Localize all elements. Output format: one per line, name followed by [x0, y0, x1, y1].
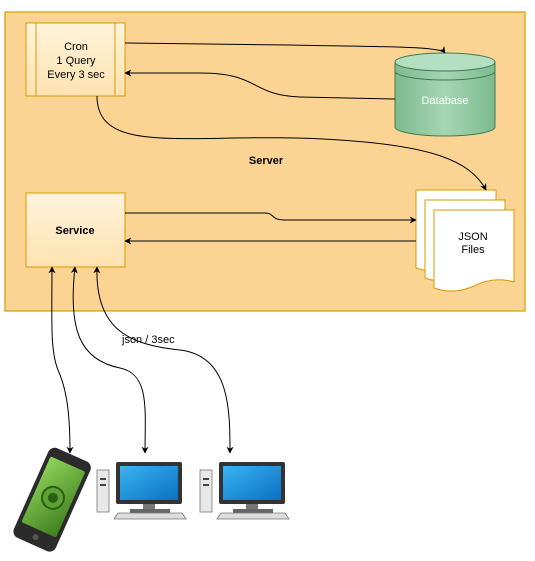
cron-label: Cron — [64, 41, 88, 53]
desktop-computer-icon — [199, 462, 290, 520]
service-to-json-arrow — [125, 212, 417, 224]
database-label: Database — [421, 95, 468, 107]
json-files-stack: JSON Files — [415, 189, 515, 292]
client-link-label: json / 3sec — [121, 334, 175, 346]
desktop-computer-icon — [96, 462, 187, 520]
service-phone-link — [48, 266, 74, 454]
smartphone-icon — [13, 447, 91, 552]
database-to-cron-arrow — [124, 69, 396, 100]
cron-box: Cron 1 Query Every 3 sec — [25, 22, 126, 97]
cron-to-database-arrow — [124, 42, 446, 54]
service-label: Service — [55, 225, 94, 237]
service-desktop-2-link — [93, 266, 234, 454]
cron-to-json-arrow — [96, 95, 487, 191]
service-box: Service — [25, 192, 126, 268]
database-cylinder: Database — [394, 52, 496, 137]
cron-interval-label: Every 3 sec — [47, 69, 105, 81]
json-files-label-2: Files — [461, 244, 485, 256]
cron-query-label: 1 Query — [56, 55, 96, 67]
server-label: Server — [249, 155, 284, 167]
json-files-label-1: JSON — [458, 231, 487, 243]
